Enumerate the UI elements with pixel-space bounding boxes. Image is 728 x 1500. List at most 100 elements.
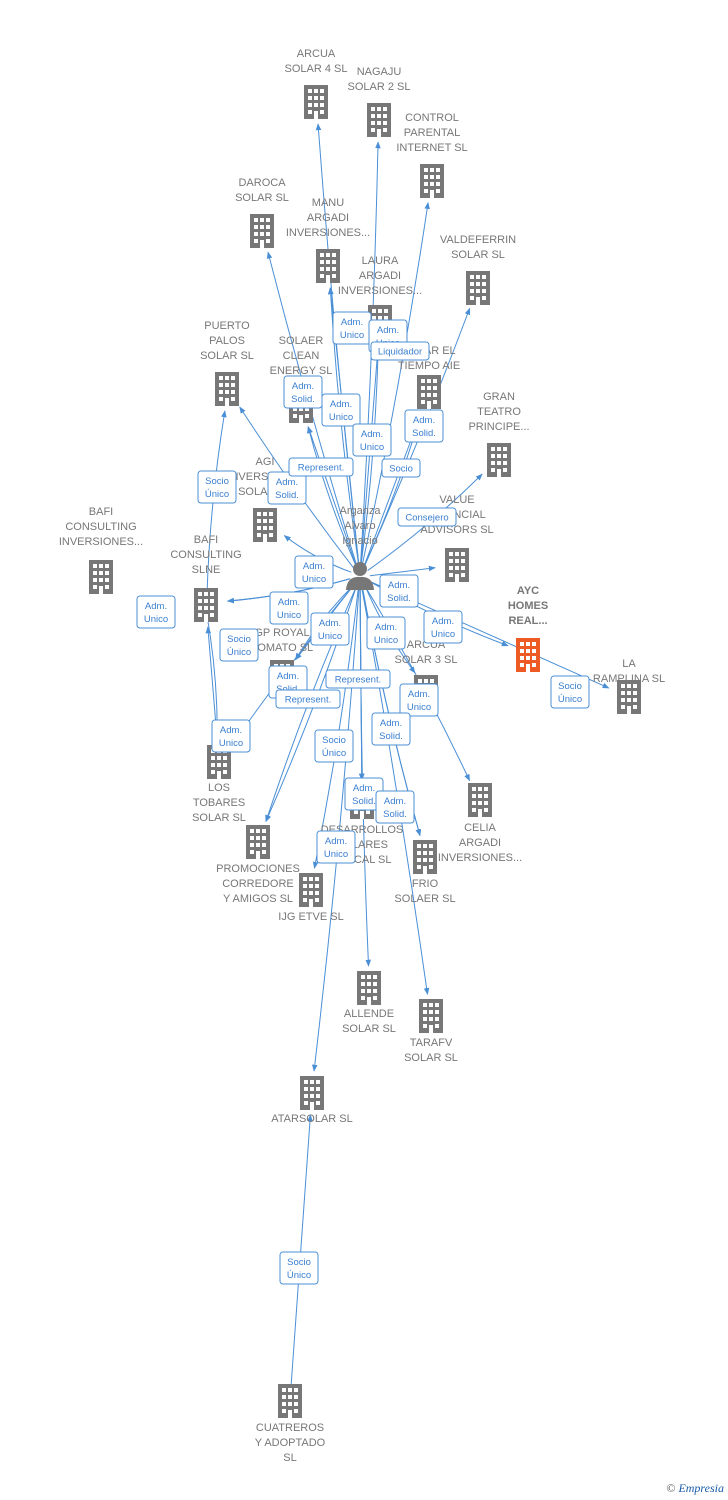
- relation-badge[interactable]: Adm.Unico: [366, 616, 406, 650]
- relation-label-line: Solid.: [291, 394, 315, 405]
- relation-badge[interactable]: Adm.Unico: [294, 555, 334, 589]
- relation-label-line: Unico: [374, 635, 398, 646]
- company-label-line: IJG ETVE SL: [278, 911, 343, 923]
- relation-label: Represent.: [285, 695, 331, 706]
- edge-person-atarsolar: [311, 586, 360, 1072]
- relation-badge[interactable]: Consejero: [397, 507, 457, 527]
- company-label-line: HOMES: [508, 600, 548, 612]
- company-label-line: SOLAR SL: [192, 812, 246, 824]
- relation-badge[interactable]: Liquidador: [370, 341, 430, 361]
- company-label-line: Y AMIGOS SL: [223, 893, 293, 905]
- footer-brand[interactable]: © Empresia: [666, 1481, 724, 1496]
- relation-badge[interactable]: Represent.: [288, 457, 354, 477]
- relation-label-line: Único: [558, 694, 582, 705]
- relation-label-line: Socio: [389, 464, 413, 475]
- relation-badge[interactable]: Adm.Unico: [423, 610, 463, 644]
- relation-label-line: Represent.: [335, 675, 381, 686]
- relation-badge[interactable]: Socio: [381, 458, 421, 478]
- company-label-line: PRINCIPE...: [468, 421, 529, 433]
- relation-label-line: Adm.: [319, 618, 341, 629]
- relation-badge[interactable]: Adm.Solid.: [404, 409, 444, 443]
- company-node-atarsolar[interactable]: ATARSOLAR SL: [271, 1076, 353, 1125]
- relation-badge[interactable]: Adm.Unico: [269, 591, 309, 625]
- relation-label: Adm.Solid.: [387, 580, 411, 604]
- relation-badge[interactable]: Adm.Unico: [316, 830, 356, 864]
- relation-badge[interactable]: Adm.Unico: [321, 393, 361, 427]
- relation-label-line: Unico: [318, 631, 342, 642]
- company-node-ijg[interactable]: IJG ETVE SL: [278, 873, 344, 923]
- building-icon: [215, 372, 239, 406]
- relation-badge[interactable]: Adm.Unico: [136, 595, 176, 629]
- company-label-line: FRIO: [412, 878, 439, 890]
- relation-label-line: Único: [227, 647, 251, 658]
- relation-label-line: Adm.: [341, 317, 363, 328]
- company-label-line: INVERSIONES...: [286, 227, 370, 239]
- relation-badge[interactable]: Adm.Unico: [211, 719, 251, 753]
- relation-badge[interactable]: Adm.Solid.: [267, 471, 307, 505]
- relation-label-line: Socio: [558, 681, 582, 692]
- relation-badge[interactable]: Adm.Unico: [352, 423, 392, 457]
- company-label-line: VALUE: [439, 494, 474, 506]
- relation-badge-box: [371, 712, 411, 746]
- relation-label-line: Adm.: [277, 671, 299, 682]
- relation-badge[interactable]: Adm. Unico: [310, 612, 350, 646]
- company-label-line: INVERSIONES...: [59, 536, 143, 548]
- company-label-line: VALDEFERRIN: [440, 234, 516, 246]
- relation-label: Adm. Unico: [318, 618, 342, 642]
- company-label-line: SOLAR SL: [200, 350, 254, 362]
- relation-badge[interactable]: Represent.: [275, 689, 341, 709]
- relation-badge[interactable]: Adm.Solid.: [375, 790, 415, 824]
- relation-label-line: Adm.: [276, 477, 298, 488]
- relation-label-line: Adm.: [330, 399, 352, 410]
- relation-badge[interactable]: Adm.Solid.: [283, 375, 323, 409]
- relation-badge[interactable]: Adm.Unico: [399, 683, 439, 717]
- company-label-line: CONSULTING: [170, 549, 241, 561]
- relation-label-line: Unico: [340, 330, 364, 341]
- relation-badge-box: [275, 689, 341, 709]
- relation-badge-box: [314, 729, 354, 763]
- relation-label-line: Socio: [322, 735, 346, 746]
- relation-badge[interactable]: Adm.Solid.: [379, 574, 419, 608]
- relation-badge[interactable]: Adm. Unico: [332, 311, 372, 345]
- company-label-line: INVERSIONES...: [438, 852, 522, 864]
- company-label-line: SOLAER: [279, 335, 324, 347]
- relation-label: Adm.Solid.: [412, 415, 436, 439]
- company-label-line: BAFI: [194, 534, 218, 546]
- relation-badge[interactable]: Adm.Solid.: [371, 712, 411, 746]
- relation-badge[interactable]: Represent.: [325, 669, 391, 689]
- company-label-line: TOMATO SL: [251, 642, 313, 654]
- edge-person-solaer: [307, 426, 358, 568]
